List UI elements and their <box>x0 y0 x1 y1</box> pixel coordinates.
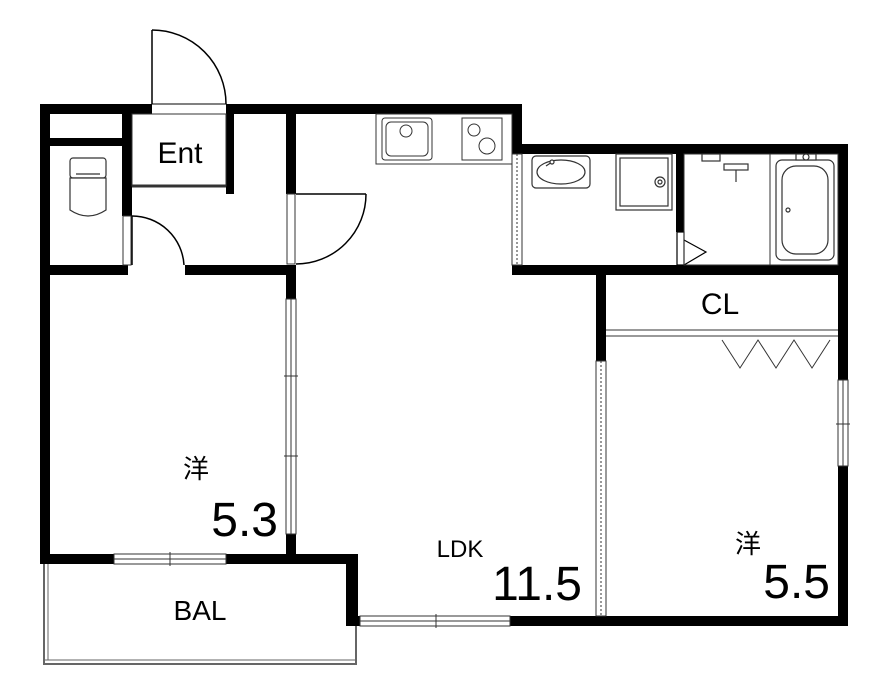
bathtub-icon <box>775 159 835 261</box>
room-label-western-right: 洋 <box>735 530 761 560</box>
entrance-door <box>151 29 227 105</box>
room-label-entrance: Ent <box>157 137 203 170</box>
sliding-door-right-room <box>595 360 607 617</box>
entrance-step <box>131 113 227 188</box>
room-size-western-left: 5.3 <box>211 494 278 547</box>
toilet-icon <box>69 157 107 217</box>
bathroom <box>683 153 839 266</box>
room-size-ldk: 11.5 <box>492 558 582 611</box>
faucet-icon <box>701 153 817 182</box>
window-right-room <box>836 379 850 467</box>
toilet-door <box>122 215 185 266</box>
room-label-ldk: LDK <box>437 536 484 563</box>
stove-icon <box>461 117 503 161</box>
ldk-door <box>286 193 367 265</box>
sink-icon <box>381 117 433 161</box>
bathroom-door <box>676 231 708 266</box>
closet <box>606 329 838 369</box>
washing-machine-pan-icon <box>615 153 673 211</box>
room-label-western-left: 洋 <box>183 455 209 485</box>
room-label-closet: CL <box>701 288 739 321</box>
room-label-balcony: BAL <box>174 595 227 626</box>
washroom-door <box>511 153 523 266</box>
room-size-western-right: 5.5 <box>763 556 830 609</box>
window-ldk <box>359 614 511 628</box>
washbasin-icon <box>531 155 591 189</box>
walls <box>40 104 848 626</box>
sliding-door-left-room <box>284 298 298 535</box>
window-left-room <box>113 552 227 566</box>
